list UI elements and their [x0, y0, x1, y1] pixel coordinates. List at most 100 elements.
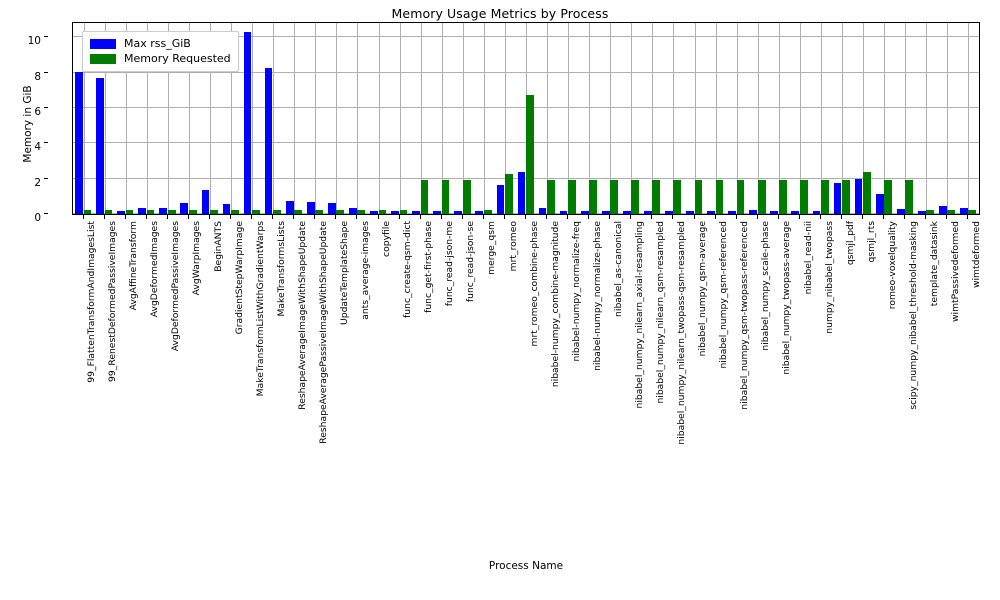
- x-tick-mark: [820, 215, 821, 219]
- x-tick-mark: [925, 215, 926, 219]
- gridline-vertical: [926, 23, 927, 214]
- bar: [749, 209, 758, 214]
- x-tick-label: func_get-first-phase: [423, 221, 435, 313]
- bar: [791, 210, 800, 214]
- bar: [757, 179, 766, 214]
- y-tick-label: 0: [34, 212, 41, 224]
- y-tick-label: 6: [34, 105, 41, 118]
- x-tick-mark: [778, 215, 779, 219]
- x-tick-mark: [483, 215, 484, 219]
- bar: [264, 68, 273, 214]
- x-tick-mark: [630, 215, 631, 219]
- gridline-vertical: [336, 23, 337, 214]
- bar: [349, 207, 357, 214]
- chart-title: Memory Usage Metrics by Process: [391, 6, 609, 21]
- bar: [273, 210, 281, 214]
- bar: [875, 193, 884, 214]
- gridline-vertical: [273, 23, 274, 214]
- gridline-vertical: [905, 23, 906, 214]
- gridline-vertical: [147, 23, 148, 214]
- x-tick-mark: [651, 215, 652, 219]
- bar: [294, 210, 302, 214]
- legend-label-max-rss: Max rss_GiB: [124, 37, 191, 50]
- x-tick-mark: [715, 215, 716, 219]
- bar: [201, 190, 210, 214]
- x-tick-label: template_datasink: [928, 221, 940, 307]
- bar: [433, 210, 442, 214]
- x-tick-mark: [188, 215, 189, 219]
- y-tick-label: 10: [27, 35, 41, 48]
- x-tick-label: ants_average-images: [360, 221, 372, 320]
- gridline-vertical: [673, 23, 674, 214]
- x-tick-label: ReshapeAveragePassiveImageWithShapeUpdat…: [317, 221, 329, 444]
- x-tick-mark: [378, 215, 379, 219]
- bar: [336, 210, 345, 214]
- x-tick-mark: [609, 215, 610, 219]
- x-tick-label: func_create-qsm-dict: [402, 221, 414, 318]
- bar: [188, 210, 197, 214]
- x-tick-mark: [588, 215, 589, 219]
- bar: [601, 210, 610, 214]
- x-tick-mark: [125, 215, 126, 219]
- y-tick-mark: [44, 177, 48, 179]
- gridline-vertical: [210, 23, 211, 214]
- bar: [75, 71, 83, 214]
- bar: [665, 210, 673, 214]
- bar: [820, 179, 829, 214]
- x-tick-mark: [504, 215, 505, 219]
- bar: [167, 210, 176, 214]
- x-tick-mark: [167, 215, 168, 219]
- gridline-vertical: [442, 23, 443, 214]
- gridline-vertical: [84, 23, 85, 214]
- bar: [159, 207, 168, 214]
- bar: [694, 179, 703, 214]
- bar: [252, 210, 260, 214]
- bar: [538, 207, 547, 214]
- gridline-vertical: [631, 23, 632, 214]
- bar: [842, 179, 850, 214]
- x-tick-mark: [862, 215, 863, 219]
- x-tick-mark: [525, 215, 526, 219]
- x-tick-label: qsmjl_rts: [865, 221, 877, 263]
- gridline-vertical: [695, 23, 696, 214]
- bar: [391, 210, 399, 214]
- x-tick-mark: [567, 215, 568, 219]
- x-axis: [72, 215, 980, 219]
- gridline-vertical: [800, 23, 801, 214]
- gridline-vertical: [189, 23, 190, 214]
- x-tick-mark: [757, 215, 758, 219]
- x-tick-label: qsmjl_pdf: [844, 221, 856, 266]
- chart-legend: Max rss_GiB Memory Requested: [82, 31, 239, 72]
- gridline-vertical: [842, 23, 843, 214]
- bar: [770, 210, 779, 214]
- bar: [568, 179, 576, 214]
- x-tick-label: GradientStepWarpImage: [233, 221, 245, 335]
- gridline-vertical: [716, 23, 717, 214]
- x-tick-label: mrt_romeo_combine-phase: [528, 221, 540, 347]
- x-tick-mark: [736, 215, 737, 219]
- bar: [673, 179, 682, 214]
- bar: [125, 210, 134, 214]
- bar: [884, 179, 892, 214]
- legend-item-max-rss: Max rss_GiB: [90, 36, 231, 51]
- gridline-vertical: [505, 23, 506, 214]
- x-tick-label: nibabel-numpy_normalize-freq: [570, 221, 582, 362]
- gridline-vertical: [863, 23, 864, 214]
- bar: [643, 210, 652, 214]
- bar: [462, 179, 471, 214]
- x-tick-mark: [83, 215, 84, 219]
- gridline-vertical: [126, 23, 127, 214]
- bar: [707, 210, 715, 214]
- bar: [610, 179, 619, 214]
- x-tick-label: 99_RenestDeformedPassiveImages: [107, 221, 119, 382]
- gridline-vertical: [547, 23, 548, 214]
- bar: [231, 210, 239, 214]
- bar: [938, 206, 947, 214]
- gridline-vertical: [610, 23, 611, 214]
- bar: [399, 210, 408, 214]
- bar: [559, 210, 568, 214]
- x-tick-mark: [672, 215, 673, 219]
- x-tick-label: AvgDeformedPassiveImages: [170, 221, 182, 352]
